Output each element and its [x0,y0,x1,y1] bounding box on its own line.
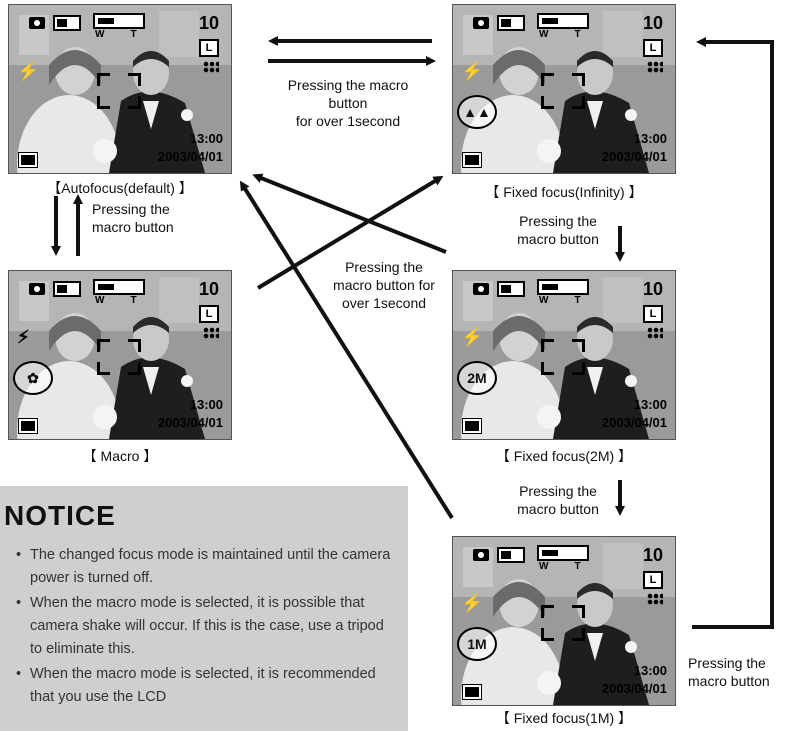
zoom-wt-label: WT [539,29,607,40]
zoom-bar [93,279,145,295]
caption-1m: 【 Fixed focus(1M) 】 [495,710,633,726]
flash-icon: ⚡ [461,327,484,347]
shots-remaining: 10 [198,279,219,299]
shots-remaining: 10 [198,13,219,33]
camera-icon [29,17,45,29]
date-display: 2003/04/01 [157,149,223,164]
wedding-photo [9,5,231,173]
wedding-photo [9,271,231,439]
date-display: 2003/04/01 [601,149,667,164]
zoom-wt-label: WT [539,295,607,306]
memory-icon [462,684,482,700]
flash-icon: ⚡ [461,593,484,613]
zoom-wt-label: WT [95,295,163,306]
shots-remaining: 10 [642,545,663,565]
focus-mode-icon: 2M [457,361,497,395]
quality-icon [203,61,219,73]
lcd-screen-macro: WT 10 L ⚡︎ 13:00 2003/04/01 ✿ [8,270,232,440]
focus-brackets [97,339,141,375]
date-display: 2003/04/01 [601,681,667,696]
caption-autofocus: 【Autofocus(default) 】 [47,180,193,196]
time-display: 13:00 [189,131,223,146]
date-display: 2003/04/01 [601,415,667,430]
focus-mode-icon: 1M [457,627,497,661]
notice-box: NOTICE The changed focus mode is maintai… [0,486,408,731]
image-size-icon: L [643,39,663,57]
camera-icon [473,549,489,561]
camera-icon [29,283,45,295]
arrow-macro-to-infinity [256,175,444,290]
wedding-photo [453,537,675,705]
battery-icon [53,15,81,31]
time-display: 13:00 [633,663,667,678]
time-display: 13:00 [189,397,223,412]
image-size-icon: L [199,305,219,323]
battery-icon [497,281,525,297]
notice-item: When the macro mode is selected, it is r… [14,663,398,709]
notice-item: When the macro mode is selected, it is p… [14,592,398,661]
quality-icon [647,61,663,73]
image-size-icon: L [643,305,663,323]
battery-icon [497,15,525,31]
battery-icon [497,547,525,563]
arrow-2m-to-auto [252,173,447,254]
flash-icon: ⚡︎ [17,327,30,347]
caption-macro: 【 Macro 】 [82,448,158,464]
lcd-screen-1m: WT 10 L ⚡ 13:00 2003/04/01 1M [452,536,676,706]
image-size-icon: L [199,39,219,57]
notice-title: NOTICE [4,500,116,531]
shots-remaining: 10 [642,13,663,33]
shots-remaining: 10 [642,279,663,299]
focus-brackets [97,73,141,109]
memory-icon [18,418,38,434]
time-display: 13:00 [633,131,667,146]
focus-brackets [541,605,585,641]
zoom-bar [537,279,589,295]
camera-icon [473,283,489,295]
time-display: 13:00 [633,397,667,412]
focus-mode-icon: ✿ [13,361,53,395]
battery-icon [53,281,81,297]
zoom-bar [537,13,589,29]
lcd-screen-2m: WT 10 L ⚡ 13:00 2003/04/01 2M [452,270,676,440]
zoom-bar [93,13,145,29]
caption-2m: 【 Fixed focus(2M) 】 [495,448,633,464]
zoom-wt-label: WT [539,561,607,572]
notice-item: The changed focus mode is maintained unt… [14,544,398,590]
zoom-wt-label: WT [95,29,163,40]
arrow-1m-to-auto [239,180,454,520]
focus-brackets [541,73,585,109]
image-size-icon: L [643,571,663,589]
date-display: 2003/04/01 [157,415,223,430]
quality-icon [647,593,663,605]
memory-icon [462,152,482,168]
quality-icon [647,327,663,339]
caption-infinity: 【 Fixed focus(Infinity) 】 [485,184,643,200]
quality-icon [203,327,219,339]
lcd-screen-autofocus: WT 10 L ⚡ 13:00 2003/04/01 [8,4,232,174]
notice-list: The changed focus mode is maintained unt… [14,544,398,711]
memory-icon [18,152,38,168]
lcd-screen-infinity: WT 10 L ⚡ 13:00 2003/04/01 ▲▲ [452,4,676,174]
arrow-1m-to-infinity [692,37,774,629]
wedding-photo [453,271,675,439]
flash-icon: ⚡ [461,61,484,81]
focus-mode-icon: ▲▲ [457,95,497,129]
flash-icon: ⚡ [17,61,40,81]
camera-icon [473,17,489,29]
focus-brackets [541,339,585,375]
memory-icon [462,418,482,434]
zoom-bar [537,545,589,561]
